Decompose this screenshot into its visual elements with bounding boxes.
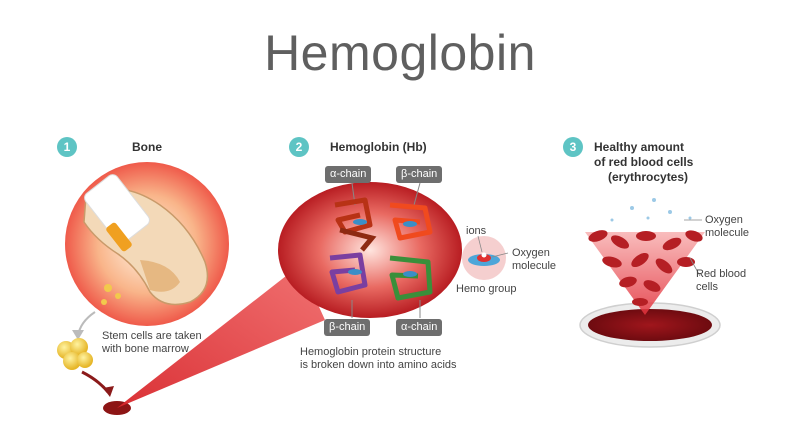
arrow-head-icon — [72, 330, 84, 340]
step-3-heading-line: (erythrocytes) — [608, 170, 689, 184]
step-3-heading: Healthy amount of red blood cells (eryth… — [594, 140, 693, 185]
beta-chain-structure-lower — [329, 252, 368, 295]
stem-cell-dot — [104, 284, 112, 292]
alpha-chain-structure-lower — [389, 255, 433, 301]
hemoglobin-glow — [278, 182, 462, 318]
step-1-badge: 1 — [57, 137, 77, 157]
step-3-heading-line: Healthy amount — [594, 140, 685, 154]
red-cells-line: Red blood — [696, 268, 747, 280]
zoom-beam — [117, 265, 325, 408]
step-3-badge: 3 — [563, 137, 583, 157]
blood-oxygen-label: Oxygen molecule — [705, 214, 749, 240]
oxygen-label-line: molecule — [512, 260, 557, 272]
petri-dish-blood — [588, 309, 712, 341]
stem-cell-cluster — [57, 338, 93, 370]
blood-oxygen-line: molecule — [705, 227, 750, 239]
hemoglobin-illustration — [278, 182, 509, 318]
chain-label-top-right: β-chain — [396, 166, 443, 183]
red-blood-cell — [588, 230, 703, 306]
blood-cells-illustration — [579, 198, 721, 348]
cell-cone — [585, 232, 705, 315]
red-cells-line: cells — [696, 281, 719, 293]
page-title: Hemoglobin — [264, 25, 536, 81]
hemoglobin-caption-line: Hemoglobin protein structure — [300, 346, 442, 358]
red-blood-cells-label: Red blood cells — [696, 268, 746, 294]
oxygen-label-line: Oxygen — [512, 247, 550, 259]
stem-cell-dot — [115, 293, 121, 299]
bone-caption: Stem cells are taken with bone marrow — [102, 330, 202, 356]
chain-label-bottom-right: α-chain — [396, 319, 443, 336]
stem-cell-dot — [101, 299, 107, 305]
step-2-heading: Hemoglobin (Hb) — [330, 140, 427, 154]
heme-group-small — [348, 219, 417, 277]
step-1-heading: Bone — [132, 140, 162, 154]
arrow-head-icon — [103, 386, 114, 397]
ions-label: ions — [466, 225, 487, 237]
alpha-chain-structure — [334, 197, 377, 252]
oxygen-dots — [610, 198, 692, 222]
bone-shaft — [84, 174, 150, 244]
bone-marrow-texture — [140, 260, 180, 292]
hemoglobin-caption: Hemoglobin protein structure is broken d… — [300, 346, 457, 372]
heme-group-detail — [462, 235, 509, 280]
bone-marrow-core — [106, 222, 132, 252]
bone-illustration — [57, 162, 229, 415]
step-3-heading-line: of red blood cells — [594, 155, 694, 169]
chain-label-bottom-left: β-chain — [324, 319, 371, 336]
beta-chain-structure — [389, 202, 433, 241]
bone-caption-line: with bone marrow — [102, 343, 189, 355]
oxygen-molecule-label: Oxygen molecule — [512, 247, 556, 273]
blood-oxygen-line: Oxygen — [705, 214, 743, 226]
step-2-badge: 2 — [289, 137, 309, 157]
hemoglobin-caption-line: is broken down into amino acids — [300, 359, 457, 371]
hemo-group-label: Hemo group — [456, 283, 517, 295]
bone-caption-line: Stem cells are taken — [102, 330, 202, 342]
chain-label-top-left: α-chain — [325, 166, 372, 183]
